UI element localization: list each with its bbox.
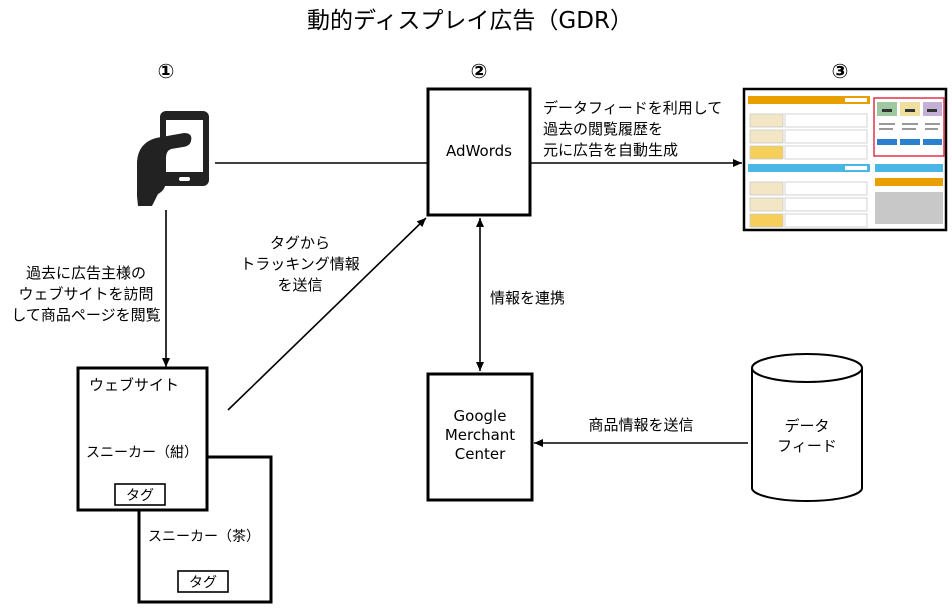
tag-send-text-line-2: トラッキング情報 [240,255,360,273]
preview-thumb [749,145,784,160]
preview-shoe-icon [927,109,937,112]
preview-product-button [900,139,920,145]
tracking-arrow [227,217,427,411]
preview-product-text [879,128,893,130]
step-number-1: ① [158,59,175,83]
tag-send-text-line-1: タグから [270,234,330,252]
preview-row [784,181,868,196]
cylinder-body [751,368,863,502]
preview-side-orange-bar [875,178,943,186]
preview-product-text [902,128,916,130]
adwords-box [426,87,532,217]
preview-row [784,213,868,228]
tag-send-text-line-3: を送信 [277,276,322,294]
product-navy-label: スニーカー（紺） [86,445,198,461]
tag-navy-label: タグ [126,488,154,504]
preview-orange-header [748,96,870,104]
phone-home-button [179,177,190,181]
cylinder-top [751,353,863,383]
auto-generate-text-line-3: 元に広告を自動生成 [543,141,678,159]
preview-thumb [749,129,784,144]
preview-product-button [877,139,897,145]
merchant-center-line-2: Merchant [445,426,515,444]
preview-header-tab [845,98,867,102]
step-number-2: ② [471,59,488,83]
visit-text-line-1: 過去に広告主様の [26,264,146,282]
preview-row [784,113,868,128]
preview-shoe-icon [905,109,915,112]
product-send-label: 商品情報を送信 [588,416,693,434]
hand-shape [137,133,192,206]
adwords-label: AdWords [446,142,512,160]
datafeed-cylinder-icon [751,353,863,502]
product-brown-label: スニーカー（茶） [148,529,260,545]
preview-blue-header [748,164,870,172]
step-number-3: ③ [832,59,849,83]
preview-thumb [749,197,784,212]
link-label: 情報を連携 [490,289,565,307]
preview-thumb [749,181,784,196]
display-ad-preview [742,87,948,232]
tag-box-navy [114,483,166,506]
preview-row [784,129,868,144]
preview-row [784,197,868,212]
datafeed-line-1: データ [784,417,829,435]
preview-row [784,145,868,160]
preview-product-text [925,128,938,130]
merchant-center-box [426,372,534,502]
preview-shoe-icon [882,109,892,112]
preview-thumb [749,113,784,128]
tag-brown-label: タグ [189,575,217,591]
preview-header-tab [845,166,867,170]
preview-product-text [879,123,895,125]
preview-side-gray-block [875,192,943,224]
auto-generate-text-line-1: データフィードを利用して [543,99,722,117]
visit-text-line-2: ウェブサイトを訪問 [18,285,153,303]
preview-product-text [902,123,918,125]
preview-product-button [923,139,942,145]
preview-product-text [925,123,940,125]
visit-text-line-3: して商品ページを閲覧 [11,306,160,324]
diagram-title: 動的ディスプレイ広告（GDR） [307,8,633,34]
datafeed-line-2: フィード [777,437,837,455]
merchant-center-line-1: Google [454,407,507,425]
tag-box-brown [177,570,229,593]
preview-side-blue-bar [875,164,943,172]
smartphone-in-hand-icon [137,111,209,206]
preview-thumb [749,213,784,228]
merchant-center-line-3: Center [455,445,506,463]
website-title: ウェブサイト [89,376,179,394]
auto-generate-text-line-2: 過去の閲覧履歴を [543,120,663,138]
